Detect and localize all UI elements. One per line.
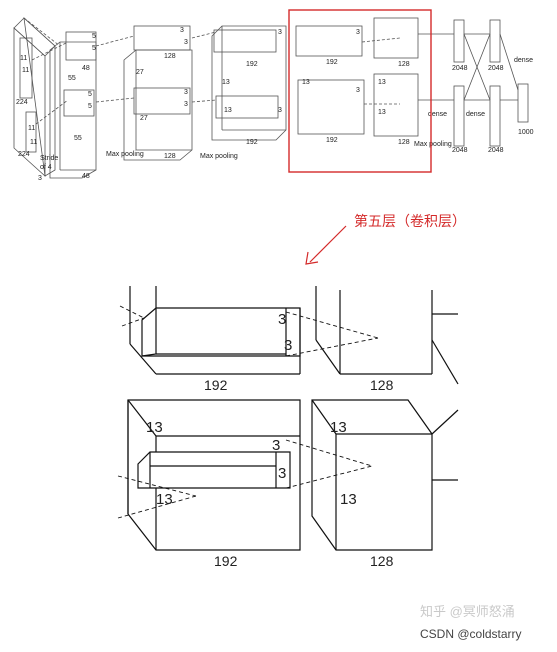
conv1-depth-label-2: 48	[82, 173, 90, 180]
detail-bottom-output	[311, 399, 459, 551]
detail-top-output	[315, 286, 459, 385]
conv3-depth-label: 192	[246, 61, 258, 68]
conv2-kernel-label-4: 3	[184, 101, 188, 108]
conv2-depth-label-2: 128	[164, 53, 176, 60]
conv5-size-label-2: 13	[378, 109, 386, 116]
dense2-value: 2048	[488, 65, 504, 72]
highlight-box	[288, 9, 432, 173]
bottom-output-size-label: 13	[330, 419, 347, 436]
conv1-size-label: 55	[68, 75, 76, 82]
conv3-block	[191, 25, 287, 141]
layer5-highlight: 第五层（卷积层）	[288, 9, 466, 265]
layer5-annotation: 第五层（卷积层）	[354, 213, 466, 229]
pool2-label: Max pooling	[200, 153, 238, 160]
dense-layers	[418, 19, 529, 147]
detail-labels: 3 3 192 128 13 3 3 13 192 13 13 128	[146, 311, 394, 569]
csdn-watermark: CSDN @coldstarry	[420, 627, 522, 641]
dense1-label: dense	[428, 111, 447, 118]
input-side-label: 224	[16, 99, 28, 106]
conv4-kernel-label: 3	[356, 29, 360, 36]
pool1-label: Max pooling	[106, 151, 144, 158]
conv2-kernel-label-3: 3	[184, 89, 188, 96]
conv4-kernel-label-2: 3	[356, 87, 360, 94]
conv2-size-label: 27	[136, 69, 144, 76]
dense1-value: 2048	[452, 65, 468, 72]
stride-label: Stride	[40, 155, 58, 162]
conv4-size-label: 13	[302, 79, 310, 86]
conv1-depth-label: 48	[82, 65, 90, 72]
conv3-depth-label-2: 192	[246, 139, 258, 146]
input-side-label-bottom: 224	[18, 151, 30, 158]
alexnet-overview	[13, 16, 529, 179]
top-input-depth-label: 192	[204, 377, 228, 393]
detail-top-input	[119, 286, 379, 375]
conv5-depth-label: 128	[398, 61, 410, 68]
conv2-block	[95, 25, 193, 161]
conv2-kernel-label: 3	[180, 27, 184, 34]
bottom-input-size-label: 13	[146, 419, 163, 436]
input-channels-label: 3	[38, 175, 42, 182]
bottom-output-depth-label: 128	[370, 553, 394, 569]
zhihu-watermark: 知乎 @冥师怒涌	[420, 604, 515, 619]
detail-view	[117, 286, 459, 551]
conv1-kernel-label-3: 5	[88, 91, 92, 98]
bottom-kernel-label-b: 3	[278, 465, 286, 482]
dense2-label: dense	[466, 111, 485, 118]
detail-bottom-input	[117, 399, 373, 551]
conv1-size-label-2: 55	[74, 135, 82, 142]
input-block	[13, 16, 69, 177]
highlight-arrowhead	[305, 251, 319, 265]
conv1-kernel-label-4: 5	[88, 103, 92, 110]
conv3-kernel-label: 3	[278, 29, 282, 36]
input-kernel-label-4: 11	[30, 139, 37, 146]
top-output-depth-label: 128	[370, 377, 394, 393]
input-kernel-label-3: 11	[28, 125, 35, 132]
conv3-kernel-label-2: 3	[278, 107, 282, 114]
input-kernel-label-2: 11	[22, 67, 29, 74]
top-kernel-label-a: 3	[278, 311, 286, 328]
conv4-depth-label-2: 192	[326, 137, 338, 144]
watermarks: 知乎 @冥师怒涌 CSDN @coldstarry	[420, 604, 522, 641]
conv2-size-label-2: 27	[140, 115, 148, 122]
stride-value-label: of 4	[40, 164, 52, 171]
dense3-label: dense	[514, 57, 533, 64]
bottom-kernel-size-label: 13	[156, 491, 173, 508]
bottom-input-depth-label: 192	[214, 553, 238, 569]
dense1-value-2: 2048	[452, 147, 468, 154]
conv1-kernel-label-2: 5	[92, 45, 96, 52]
conv5-depth-label-2: 128	[398, 139, 410, 146]
pool3-label: Max pooling	[414, 141, 452, 148]
bottom-output-size-label-2: 13	[340, 491, 357, 508]
conv3-size-label-2: 13	[224, 107, 232, 114]
conv4-depth-label: 192	[326, 59, 338, 66]
conv3-size-label: 13	[222, 79, 230, 86]
bottom-kernel-label-a: 3	[272, 437, 280, 454]
conv1-kernel-label: 5	[92, 33, 96, 40]
dense2-value-2: 2048	[488, 147, 504, 154]
highlight-arrow	[309, 225, 347, 263]
conv45-block	[295, 17, 419, 137]
top-kernel-label-b: 3	[284, 337, 292, 354]
conv5-size-label: 13	[378, 79, 386, 86]
overview-labels: 224 224 11 11 11 11 Stride of 4 3 55 55 …	[16, 27, 534, 182]
dense3-value: 1000	[518, 129, 534, 136]
conv2-depth-label: 128	[164, 153, 176, 160]
conv2-kernel-label-2: 3	[184, 39, 188, 46]
input-kernel-label: 11	[20, 55, 27, 62]
